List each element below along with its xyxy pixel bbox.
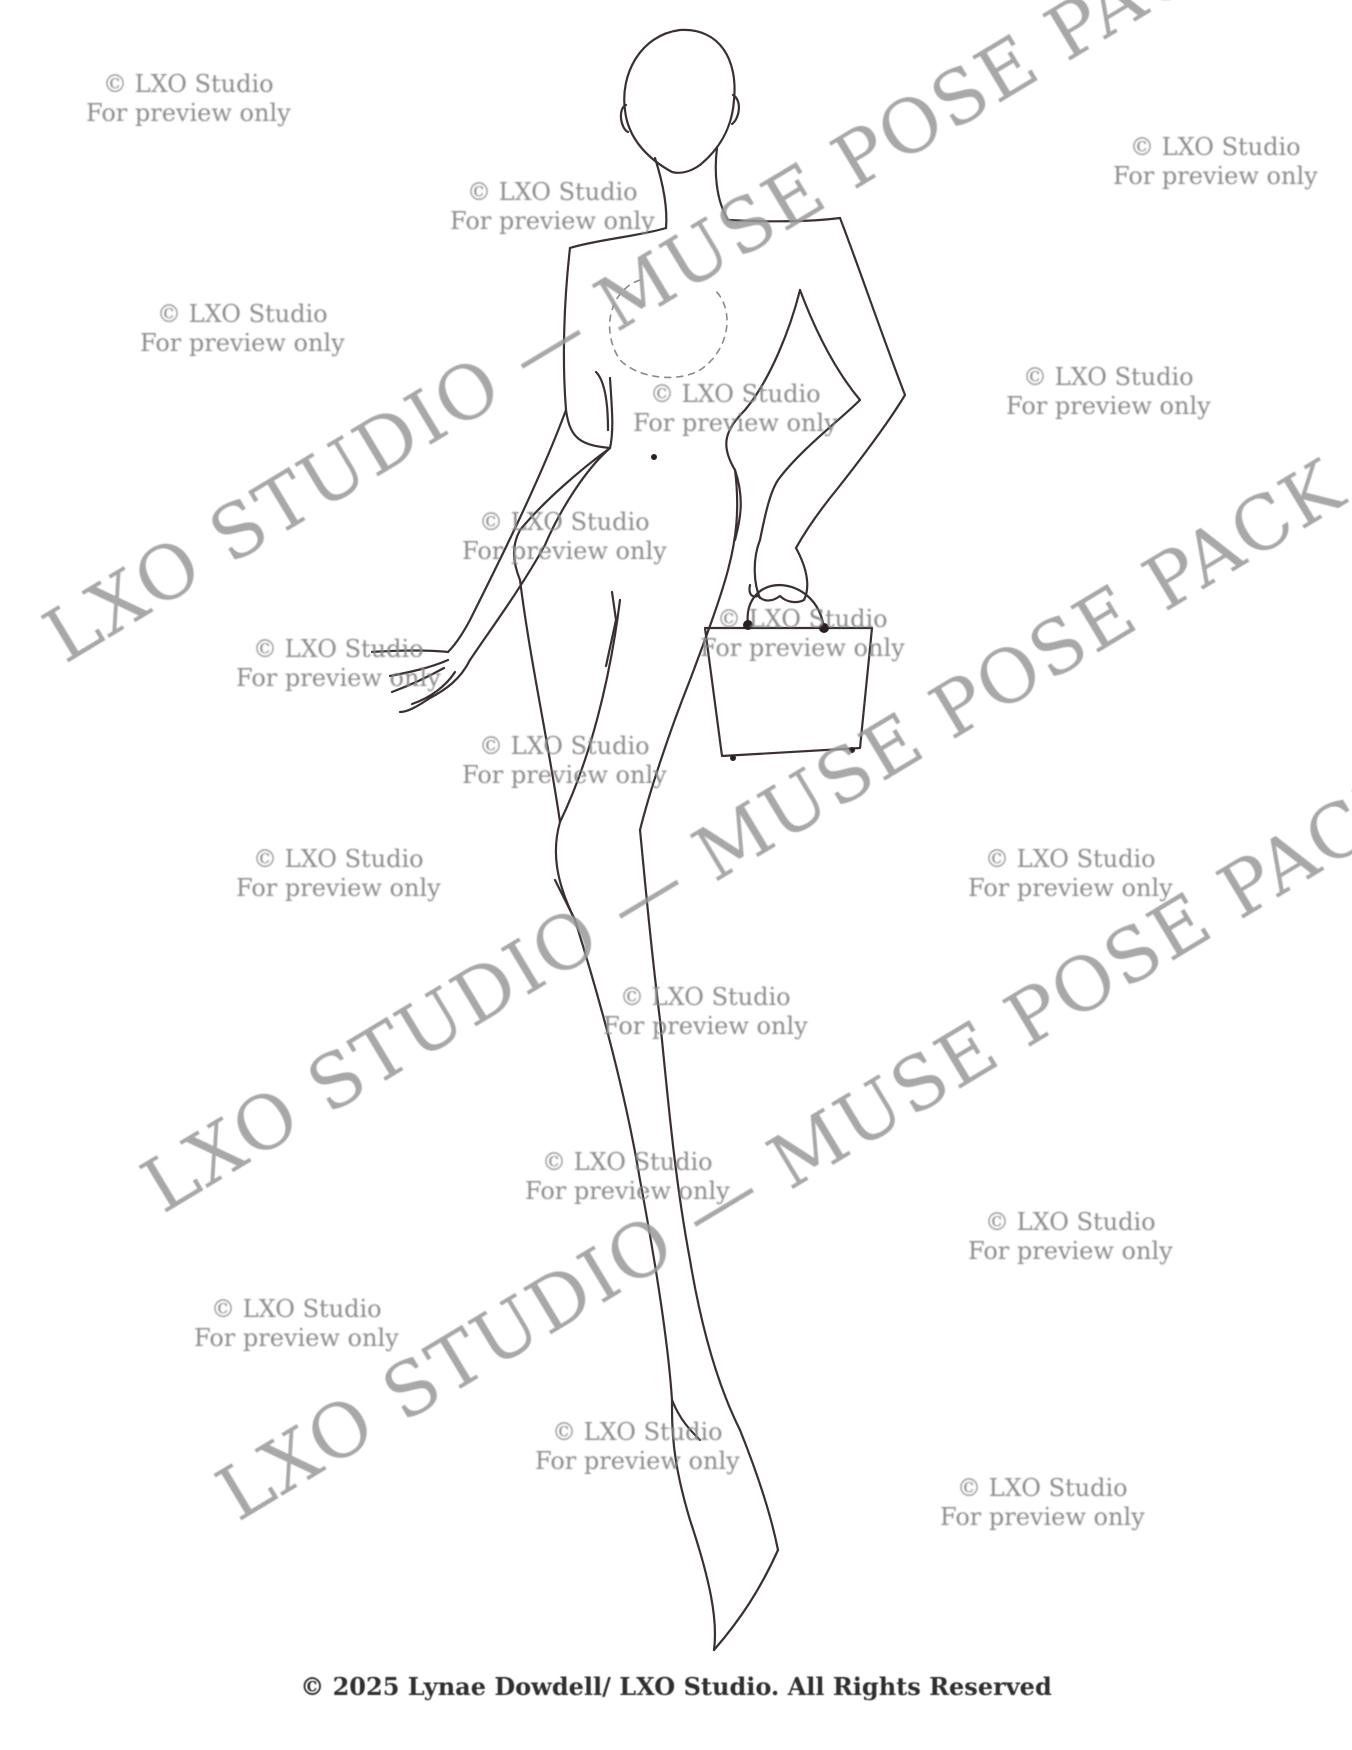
arm-right-upper-inner	[758, 288, 862, 542]
leg-back-outer	[638, 828, 780, 1652]
stamp-line2: For preview only	[236, 874, 441, 902]
stamp-line1: © LXO Studio	[985, 1208, 1156, 1236]
stamp-line1: © LXO Studio	[985, 845, 1156, 873]
stamp-line1: © LXO Studio	[1130, 133, 1301, 161]
bust-circle	[608, 279, 728, 379]
stamp-line2: For preview only	[968, 1237, 1173, 1265]
stamp-line1: © LXO Studio	[542, 1148, 713, 1176]
preview-stamp: © LXO Studio For preview only	[633, 380, 838, 438]
arm-left-sleeve-fold	[594, 370, 610, 432]
stamp-line1: © LXO Studio	[253, 845, 424, 873]
preview-stamp: © LXO Studio For preview only	[140, 300, 345, 358]
handbag-foot-left	[730, 755, 736, 761]
stamp-line1: © LXO Studio	[479, 732, 650, 760]
ear-right	[730, 93, 740, 126]
hip-right	[638, 468, 739, 832]
preview-stamp: © LXO Studio For preview only	[236, 845, 441, 903]
waist-left	[512, 446, 612, 582]
stamp-line1: © LXO Studio	[717, 605, 888, 633]
stamp-line2: For preview only	[603, 1012, 808, 1040]
stamp-line1: © LXO Studio	[479, 508, 650, 536]
torso-right-side	[725, 288, 802, 542]
stamp-line2: For preview only	[1006, 392, 1211, 420]
head-outline	[623, 28, 736, 174]
stamp-line1: © LXO Studio	[157, 300, 328, 328]
ear-left	[619, 103, 630, 134]
handbag-body	[703, 626, 874, 758]
torso-left-side	[562, 246, 612, 450]
stamp-line2: For preview only	[633, 409, 838, 437]
stamp-line2: For preview only	[450, 207, 655, 235]
navel-dot	[651, 454, 657, 460]
stamp-line1: © LXO Studio	[650, 380, 821, 408]
stamp-line2: For preview only	[194, 1324, 399, 1352]
preview-stamp: © LXO Studio For preview only	[535, 1418, 740, 1476]
stamp-line2: For preview only	[140, 329, 345, 357]
stamp-line1: © LXO Studio	[552, 1418, 723, 1446]
stamp-line2: For preview only	[940, 1503, 1145, 1531]
preview-stamp: © LXO Studio For preview only	[525, 1148, 730, 1206]
stamp-line1: © LXO Studio	[467, 178, 638, 206]
leg-front-outer	[518, 578, 717, 1652]
stamp-line1: © LXO Studio	[1023, 363, 1194, 391]
knee-detail	[553, 878, 577, 922]
handbag-rivet-right	[819, 623, 829, 633]
handbag-foot-right	[849, 747, 855, 753]
arm-left-outer	[446, 408, 568, 654]
leg-back-inner	[670, 1398, 702, 1442]
preview-stamp: © LXO Studio For preview only	[450, 178, 655, 236]
stamp-line2: For preview only	[1113, 162, 1318, 190]
crotch-line	[604, 590, 618, 668]
stamp-line1: © LXO Studio	[211, 1295, 382, 1323]
stamp-line1: © LXO Studio	[103, 70, 274, 98]
stamp-line1: © LXO Studio	[957, 1474, 1128, 1502]
preview-stamp: © LXO Studio For preview only	[1006, 363, 1211, 421]
copyright-notice: © 2025 Lynae Dowdell/ LXO Studio. All Ri…	[300, 1672, 1052, 1701]
stamp-line1: © LXO Studio	[253, 635, 424, 663]
arm-left-inner	[468, 376, 614, 662]
preview-stamp: © LXO Studio For preview only	[603, 983, 808, 1041]
stamp-line2: For preview only	[535, 1447, 740, 1475]
preview-stamp: © LXO Studio For preview only	[968, 1208, 1173, 1266]
shoulder-right	[726, 216, 842, 223]
preview-stamp: © LXO Studio For preview only	[86, 70, 291, 128]
stamp-line2: For preview only	[525, 1177, 730, 1205]
stamp-line2: For preview only	[462, 761, 667, 789]
hand-left	[370, 649, 472, 714]
preview-stamp: © LXO Studio For preview only	[700, 605, 905, 663]
leg-front-inner	[558, 598, 622, 824]
neck-right	[714, 146, 730, 222]
stamp-line1: © LXO Studio	[620, 983, 791, 1011]
stamp-line2: For preview only	[236, 664, 441, 692]
preview-stamp: © LXO Studio For preview only	[462, 732, 667, 790]
preview-stamp: © LXO Studio For preview only	[940, 1474, 1145, 1532]
preview-stamp: © LXO Studio For preview only	[194, 1295, 399, 1353]
hand-right	[748, 538, 809, 604]
preview-stamp: © LXO Studio For preview only	[968, 845, 1173, 903]
handbag-rivet-left	[743, 620, 753, 630]
shoulder-left	[568, 226, 668, 250]
preview-stamp: © LXO Studio For preview only	[236, 635, 441, 693]
preview-stamp: © LXO Studio For preview only	[1113, 133, 1318, 191]
stamp-line2: For preview only	[86, 99, 291, 127]
arm-right-upper-outer	[794, 216, 907, 550]
stamp-line2: For preview only	[700, 634, 905, 662]
stamp-line2: For preview only	[968, 874, 1173, 902]
preview-stamp: © LXO Studio For preview only	[462, 508, 667, 566]
neck-left	[653, 156, 668, 230]
stamp-line2: For preview only	[462, 537, 667, 565]
handbag-handle	[746, 583, 826, 630]
